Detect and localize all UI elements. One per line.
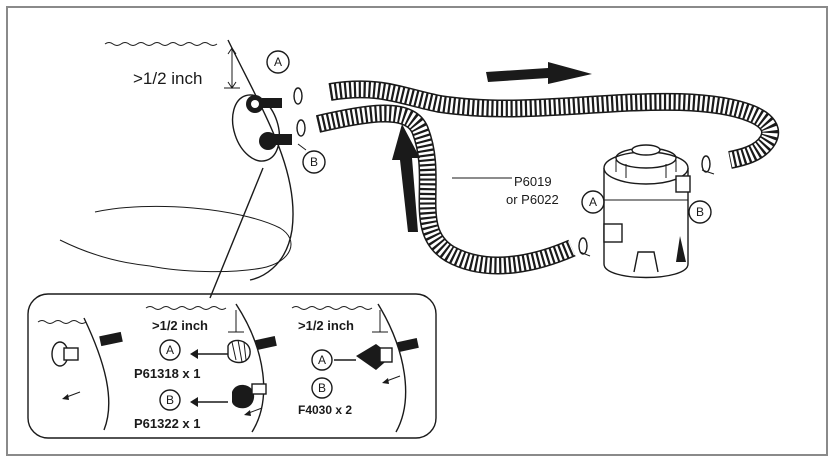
flow-arrow-right xyxy=(486,62,592,84)
depth-label-inset-b: >1/2 inch xyxy=(298,318,354,333)
svg-text:P6019: P6019 xyxy=(514,174,552,189)
svg-text:A: A xyxy=(274,55,282,69)
hose-lower xyxy=(315,104,576,275)
callout-b-main: B xyxy=(302,150,326,174)
callout-a-main: A xyxy=(266,50,290,74)
depth-label-inset-a: >1/2 inch xyxy=(152,318,208,333)
svg-text:B: B xyxy=(310,155,318,169)
pool-wall-main: >1/2 inch xyxy=(59,39,294,281)
svg-text:A: A xyxy=(318,353,326,367)
svg-text:B: B xyxy=(166,393,174,407)
pump-clamps xyxy=(578,155,715,257)
part-label-b: P61322 x 1 xyxy=(134,416,201,431)
inset-detail: >1/2 inch A P61318 x 1 B P61322 x 1 >1/2… xyxy=(27,293,437,439)
svg-text:or P6022: or P6022 xyxy=(506,192,559,207)
svg-text:A: A xyxy=(589,195,597,209)
part-label-ab: F4030 x 2 xyxy=(298,403,352,417)
callout-b-pump: B xyxy=(688,200,712,224)
svg-text:B: B xyxy=(696,205,704,219)
svg-text:A: A xyxy=(166,343,174,357)
wall-fittings-main xyxy=(231,87,307,162)
svg-text:B: B xyxy=(318,381,326,395)
depth-label-main: >1/2 inch xyxy=(133,69,202,88)
flow-arrow-up xyxy=(392,124,420,232)
callout-a-pump: A xyxy=(581,190,605,214)
hose-part-label: P6019 or P6022 xyxy=(452,174,559,207)
filter-pump xyxy=(603,144,691,279)
hose-upper xyxy=(328,80,779,169)
part-label-a: P61318 x 1 xyxy=(134,366,201,381)
inset-leader-line xyxy=(209,167,264,299)
